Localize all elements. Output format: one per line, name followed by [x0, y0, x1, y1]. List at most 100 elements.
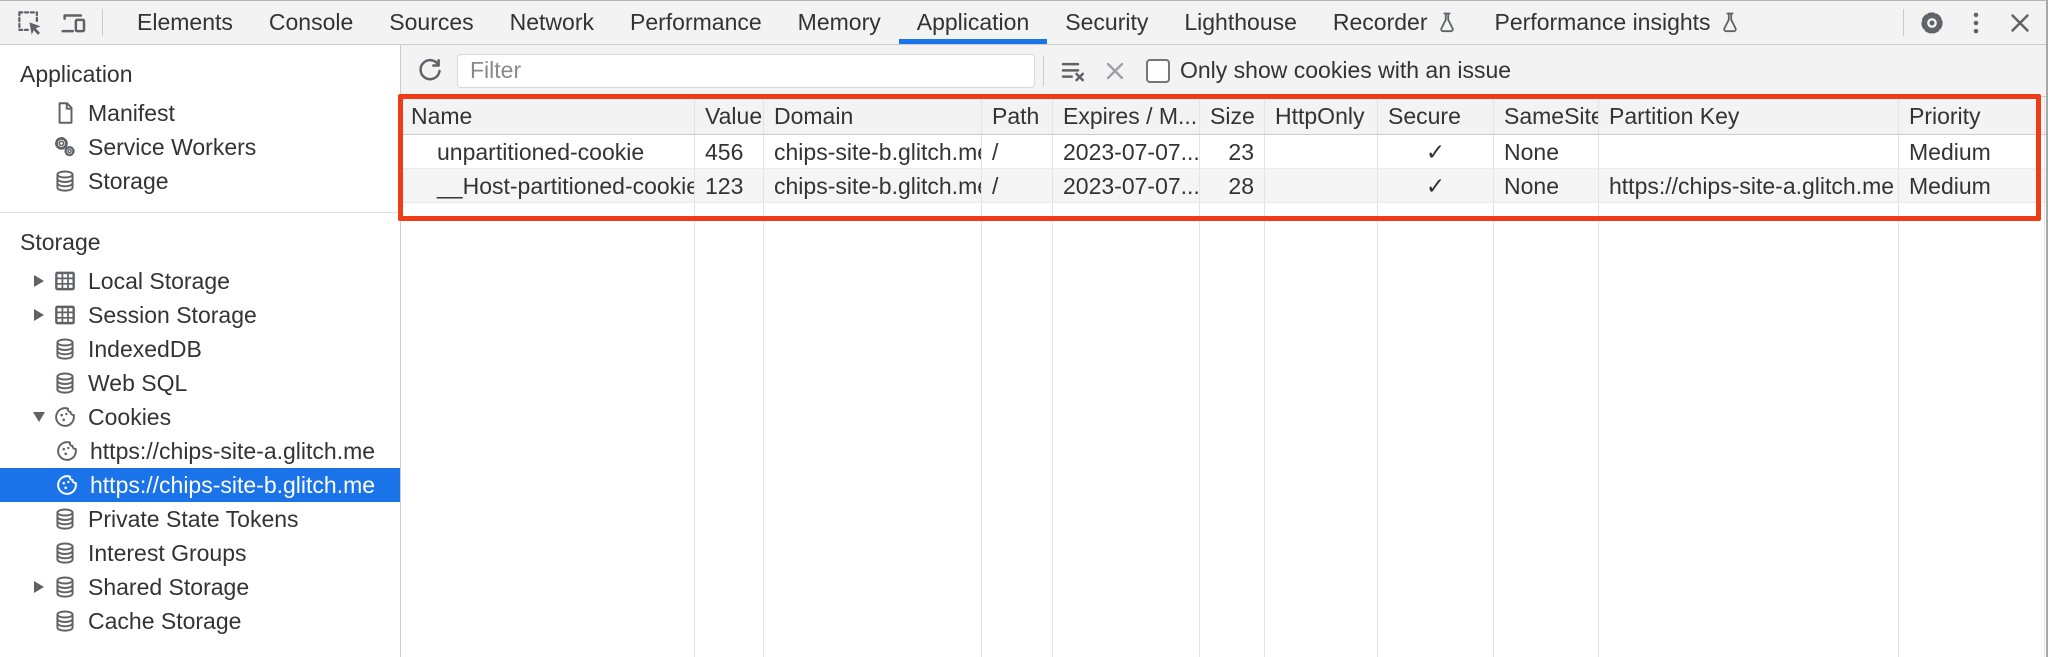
tab-label: Security — [1065, 9, 1149, 35]
sidebar-item-label: Cache Storage — [88, 607, 242, 634]
sidebar-item-label: Web SQL — [88, 369, 188, 396]
column-header-name[interactable]: Name — [401, 97, 695, 134]
sidebar-item-shared-storage[interactable]: Shared Storage — [0, 570, 400, 604]
tab-recorder[interactable]: Recorder — [1315, 1, 1477, 44]
sidebar-item-private-state-tokens[interactable]: Private State Tokens — [0, 502, 400, 536]
toolbar-divider — [102, 9, 103, 36]
table-icon — [52, 268, 78, 294]
cell-size: 28 — [1200, 169, 1265, 202]
sidebar-item-cookies[interactable]: Cookies — [0, 400, 400, 434]
grid-column-filler — [982, 203, 1053, 657]
cookie-icon — [52, 404, 78, 430]
column-header-priority[interactable]: Priority — [1899, 97, 2045, 134]
grid-column-filler — [1378, 203, 1494, 657]
more-options-icon[interactable] — [1954, 1, 1998, 44]
sidebar-item-interest-groups[interactable]: Interest Groups — [0, 536, 400, 570]
inspect-element-icon[interactable] — [8, 1, 52, 44]
device-toolbar-icon[interactable] — [52, 1, 96, 44]
sidebar-item-indexeddb[interactable]: IndexedDB — [0, 332, 400, 366]
sidebar-item-cache-storage[interactable]: Cache Storage — [0, 604, 400, 638]
cell-size: 23 — [1200, 135, 1265, 168]
tab-label: Performance — [630, 9, 762, 35]
tab-application[interactable]: Application — [898, 1, 1048, 44]
chevron-right-icon[interactable] — [34, 309, 44, 321]
column-header-partition-key[interactable]: Partition Key — [1599, 97, 1899, 134]
tab-lighthouse[interactable]: Lighthouse — [1166, 1, 1315, 44]
sidebar-item-cookies-chips-site-b[interactable]: https://chips-site-b.glitch.me — [0, 468, 400, 502]
grid-column-filler — [764, 203, 982, 657]
tab-network[interactable]: Network — [492, 1, 612, 44]
column-header-size[interactable]: Size — [1200, 97, 1265, 134]
column-header-secure[interactable]: Secure — [1378, 97, 1494, 134]
chevron-right-icon[interactable] — [34, 581, 44, 593]
cell-value: 456 — [695, 135, 764, 168]
column-header-domain[interactable]: Domain — [764, 97, 982, 134]
sidebar-item-label: Private State Tokens — [88, 505, 299, 532]
database-icon — [52, 336, 78, 362]
tab-label: Memory — [797, 9, 881, 35]
sidebar-item-storage[interactable]: Storage — [0, 164, 400, 198]
cookies-table: Name Value Domain Path Expires / M... Si… — [401, 97, 2046, 657]
table-empty-area — [401, 203, 2046, 657]
cell-samesite: None — [1494, 135, 1599, 168]
sidebar-item-cookies-chips-site-a[interactable]: https://chips-site-a.glitch.me — [0, 434, 400, 468]
sidebar-item-web-sql[interactable]: Web SQL — [0, 366, 400, 400]
column-header-value[interactable]: Value — [695, 97, 764, 134]
cell-httponly — [1265, 135, 1378, 168]
tab-performance[interactable]: Performance — [612, 1, 780, 44]
settings-gear-icon[interactable] — [1910, 1, 1954, 44]
cell-value: 123 — [695, 169, 764, 202]
cell-secure-checkmark: ✓ — [1378, 135, 1494, 168]
sidebar-item-label: Storage — [88, 167, 169, 194]
cell-path: / — [982, 169, 1053, 202]
sidebar-item-session-storage[interactable]: Session Storage — [0, 298, 400, 332]
experiment-flask-icon — [1718, 11, 1742, 35]
sidebar-item-service-workers[interactable]: Service Workers — [0, 130, 400, 164]
database-icon — [52, 608, 78, 634]
cell-httponly — [1265, 169, 1378, 202]
cell-expires: 2023-07-07... — [1053, 169, 1200, 202]
grid-column-filler — [1265, 203, 1378, 657]
tab-sources[interactable]: Sources — [371, 1, 491, 44]
sidebar-item-label: Shared Storage — [88, 573, 250, 600]
cookies-panel: Only show cookies with an issue Name Val… — [398, 45, 2046, 657]
cell-secure-checkmark: ✓ — [1378, 169, 1494, 202]
filter-input[interactable] — [457, 53, 1035, 88]
chevron-right-icon[interactable] — [34, 275, 44, 287]
table-row-host-partitioned-cookie[interactable]: __Host-partitioned-cookie 123 chips-site… — [401, 169, 2046, 203]
tab-label: Lighthouse — [1184, 9, 1297, 35]
only-show-issue-checkbox[interactable] — [1146, 58, 1170, 83]
filterbar-divider — [1043, 55, 1044, 86]
column-header-path[interactable]: Path — [982, 97, 1053, 134]
clear-all-cookies-icon[interactable] — [1052, 50, 1094, 92]
column-header-expires[interactable]: Expires / M... — [1053, 97, 1200, 134]
tab-label: Elements — [137, 9, 233, 35]
tab-security[interactable]: Security — [1047, 1, 1166, 44]
cookie-icon — [54, 472, 80, 498]
tab-console[interactable]: Console — [251, 1, 371, 44]
delete-selected-icon[interactable] — [1094, 50, 1136, 92]
sidebar-item-label: Cookies — [88, 403, 172, 430]
tab-label: Application — [916, 9, 1030, 35]
cell-priority: Medium — [1899, 169, 2045, 202]
refresh-icon[interactable] — [409, 50, 451, 92]
sidebar-item-label: Interest Groups — [88, 539, 247, 566]
sidebar-item-local-storage[interactable]: Local Storage — [0, 264, 400, 298]
sidebar-item-manifest[interactable]: Manifest — [0, 96, 400, 130]
database-icon — [52, 168, 78, 194]
cell-name: __Host-partitioned-cookie — [401, 169, 695, 202]
cell-path: / — [982, 135, 1053, 168]
tab-performance-insights[interactable]: Performance insights — [1477, 1, 1760, 44]
tab-elements[interactable]: Elements — [119, 1, 251, 44]
tab-label: Performance insights — [1494, 9, 1711, 35]
database-icon — [52, 506, 78, 532]
table-row-unpartitioned-cookie[interactable]: unpartitioned-cookie 456 chips-site-b.gl… — [401, 135, 2046, 169]
tab-memory[interactable]: Memory — [780, 1, 899, 44]
toolbar-divider — [1903, 9, 1904, 36]
column-header-samesite[interactable]: SameSite — [1494, 97, 1599, 134]
section-divider — [0, 212, 400, 213]
close-devtools-icon[interactable] — [1998, 1, 2042, 44]
column-header-httponly[interactable]: HttpOnly — [1265, 97, 1378, 134]
experiment-flask-icon — [1435, 11, 1459, 35]
chevron-down-icon[interactable] — [33, 412, 45, 422]
